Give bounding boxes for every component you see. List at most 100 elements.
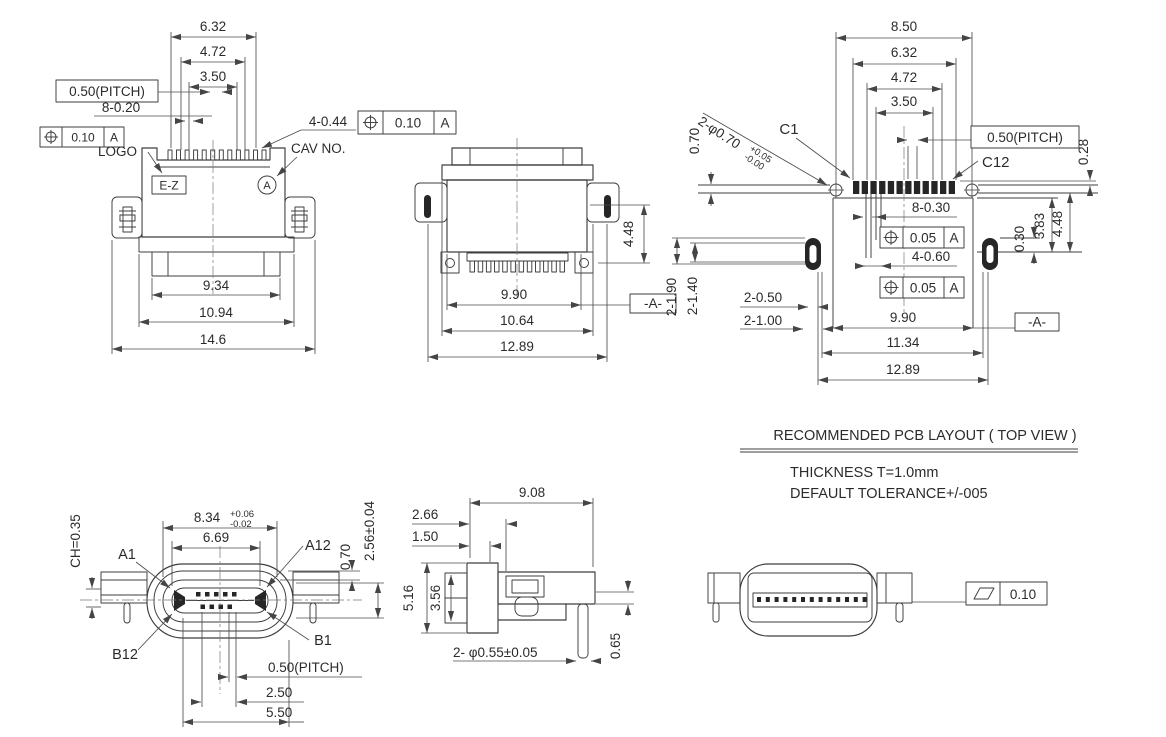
pin-label-b12: B12	[112, 647, 138, 663]
datum-label: -A-	[1028, 315, 1046, 330]
cav-mark-circle	[257, 175, 277, 195]
foot-right	[574, 251, 594, 274]
dim-label: 8.34	[194, 510, 221, 525]
dim-label: 9.90	[890, 310, 916, 325]
bottom-view: CH=0.35 8.34 +0.06 -0.02 6.69 A1 A12 B12…	[68, 501, 384, 727]
shoulder	[441, 164, 594, 181]
dim-label: 10.94	[199, 305, 233, 320]
body-profile	[497, 571, 596, 605]
base-plate	[138, 236, 295, 253]
flatness-view: 0.10	[707, 563, 1048, 637]
dim-label: 3.83	[1032, 213, 1047, 239]
dim-label: 8-0.20	[102, 100, 140, 115]
pcb-dimensions	[672, 32, 1096, 385]
front-dimensions	[94, 32, 356, 354]
chamfer-mark-left	[174, 590, 185, 611]
hole-callout: 2-φ0.70 +0.05 -0.00	[695, 113, 773, 172]
pcb-layout-view: 8.50 6.32 4.72 3.50 0.50(PITCH) 0.28 0.7…	[664, 19, 1098, 385]
solder-pad-row	[853, 181, 955, 194]
side-tab-left	[100, 571, 148, 604]
fcf-position-frame-right: 0.10 A	[357, 110, 457, 135]
dim-label: 11.34	[887, 335, 920, 350]
dim-label: 2.56±0.04	[362, 501, 377, 561]
dim-label: 0.70	[338, 544, 353, 570]
side-tab-left	[707, 572, 741, 604]
retention-foot	[514, 596, 539, 617]
side-dimensions	[412, 498, 634, 665]
fcf-datum: A	[440, 116, 449, 131]
dim-label: 0.70	[687, 128, 702, 154]
datum-target-icon	[828, 182, 844, 198]
dim-label: 3.50	[200, 69, 226, 84]
fcf-position-frame-1: 0.05 A	[879, 226, 965, 249]
dim-label: 9.34	[203, 278, 230, 293]
fcf-datum: A	[949, 231, 958, 246]
pcb-slot-right	[982, 238, 998, 270]
side-view: 9.08 2.66 1.50 5.16 3.56 2- φ0.55±0.05 0…	[401, 485, 634, 665]
pad-label-c1: C1	[779, 121, 798, 138]
fcf-tolerance: 0.10	[1010, 587, 1036, 602]
fcf-tolerance: 0.10	[71, 131, 95, 145]
flange-slot-left	[424, 195, 431, 218]
position-symbol-icon	[883, 230, 899, 245]
pcb-cutout-outline	[832, 194, 1082, 328]
base-block	[151, 251, 281, 277]
fcf-flatness-frame: 0.10	[965, 581, 1048, 606]
datum-label: -A-	[644, 296, 662, 311]
logo-mark: E-Z	[159, 179, 178, 193]
pin-label-a1: A1	[118, 547, 136, 563]
bottom-view-dimensions	[86, 521, 384, 727]
fcf-tolerance: 0.05	[910, 281, 936, 296]
tolerance-note: DEFAULT TOLERANCE+/-005	[790, 486, 988, 502]
pcb-caption-title: RECOMMENDED PCB LAYOUT ( TOP VIEW )	[773, 428, 1076, 444]
dim-label: 2-0.50	[744, 290, 782, 305]
foot-left	[440, 251, 460, 274]
datum-flag	[1014, 312, 1060, 332]
dim-label: 2.66	[412, 507, 438, 522]
fcf-tolerance: 0.10	[395, 116, 421, 131]
dim-label: 2-1.00	[744, 313, 782, 328]
thickness-note: THICKNESS T=1.0mm	[790, 465, 938, 481]
dim-label: 2-1.90	[664, 278, 679, 316]
flatness-symbol-icon	[973, 587, 995, 600]
dim-label: 6.32	[891, 45, 917, 60]
side-tab-right	[292, 571, 340, 604]
leg-left	[123, 602, 131, 624]
pitch-note-box	[55, 79, 159, 103]
dim-label: 12.89	[886, 362, 920, 377]
dim-label: 4.48	[621, 221, 636, 247]
chamfer-label: CH=0.35	[68, 514, 83, 568]
pin-label-a12: A12	[305, 538, 331, 554]
mount-flange-left	[111, 196, 143, 239]
leg-right	[309, 602, 317, 624]
dim-label: 6.32	[200, 19, 226, 34]
pcb-slot-left	[805, 238, 821, 270]
side-tab-right	[876, 572, 913, 604]
dim-label: 6.69	[203, 530, 229, 545]
dim-label: 4-0.44	[309, 114, 348, 129]
rear-dimensions	[427, 181, 650, 362]
screw-detail-left	[119, 206, 136, 233]
front-view: 0.50(PITCH) 0.10 A 0.10 A 6.32 4.72 3.50…	[39, 19, 457, 354]
dim-label: 9.90	[501, 287, 527, 302]
contact-marks	[757, 597, 867, 602]
dim-label: 12.89	[500, 339, 534, 354]
dim-label: 4.72	[200, 44, 226, 59]
dim-label: 3.56	[428, 585, 443, 611]
dim-label: 5.50	[266, 705, 292, 720]
dim-label: 0.28	[1076, 139, 1091, 165]
pcb-caption: RECOMMENDED PCB LAYOUT ( TOP VIEW ) THIC…	[740, 428, 1078, 502]
fcf-position-frame-2: 0.05 A	[879, 276, 965, 299]
pad-label-c12: C12	[982, 154, 1010, 171]
position-symbol-icon	[44, 130, 58, 144]
dim-label: 9.08	[519, 485, 545, 500]
dim-label: 14.6	[200, 332, 226, 347]
contact-bar	[466, 252, 569, 262]
dim-label: 2-1.40	[685, 277, 700, 315]
board-edge-lines	[698, 184, 1098, 194]
datum-flag	[629, 293, 677, 314]
dim-tol-minus: -0.02	[230, 519, 252, 530]
cav-no-label: CAV NO.	[291, 141, 346, 156]
leg-left	[712, 602, 720, 623]
